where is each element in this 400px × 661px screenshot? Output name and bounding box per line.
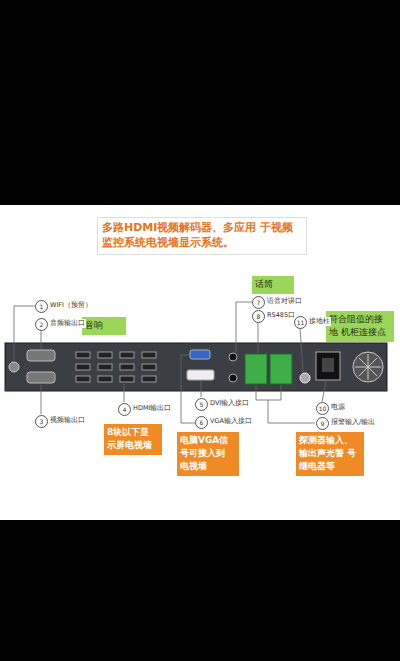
device-box: 话筒 bbox=[252, 276, 294, 294]
node-text: 话筒 bbox=[255, 278, 291, 291]
leader-lines bbox=[14, 302, 326, 423]
node-text: 8块以下显 示屏电视墙 bbox=[107, 426, 159, 452]
part-label: 报警输入/输出 bbox=[330, 418, 376, 427]
callout-number: 3 bbox=[35, 415, 48, 428]
part-label: 视频输出口 bbox=[49, 416, 86, 425]
callout-number: 2 bbox=[35, 318, 48, 331]
node-text: 探测器输入、 输出声光警 号 继电器等 bbox=[299, 434, 361, 473]
device-panel bbox=[5, 343, 387, 391]
device-box: 音响 bbox=[82, 317, 126, 335]
note-box: 8块以下显 示屏电视墙 bbox=[104, 424, 162, 455]
part-label: 电源 bbox=[330, 403, 346, 412]
part-label: VGA输入接口 bbox=[209, 417, 253, 426]
device-box: 符合阻值的接地 机柜连接点 bbox=[326, 311, 394, 342]
callout-number: 4 bbox=[118, 403, 131, 416]
note-box: 电脑VGA信 号可接入到 电视墙 bbox=[177, 432, 239, 476]
note-box: 探测器输入、 输出声光警 号 继电器等 bbox=[296, 432, 364, 476]
node-text: 电脑VGA信 号可接入到 电视墙 bbox=[180, 434, 236, 473]
callout-number: 10 bbox=[316, 402, 329, 415]
title: 多路HDMI视频解码器、多应用 于视频监控系统电视墙显示系统。 bbox=[97, 217, 307, 255]
part-label: DVI输入接口 bbox=[209, 399, 250, 408]
part-label: 音频输出口 bbox=[49, 319, 86, 328]
callout-number: 7 bbox=[252, 296, 265, 309]
callout-number: 11 bbox=[294, 316, 307, 329]
part-label: WIFI（预留） bbox=[49, 301, 93, 310]
callout-number: 6 bbox=[195, 416, 208, 429]
part-label: 接地柱 bbox=[308, 317, 331, 326]
callout-number: 9 bbox=[316, 417, 329, 430]
callout-number: 1 bbox=[35, 300, 48, 313]
node-text: 音响 bbox=[85, 319, 123, 332]
part-label: RS485口 bbox=[266, 311, 296, 320]
part-label: HDMI输出口 bbox=[132, 404, 172, 413]
callout-number: 5 bbox=[195, 398, 208, 411]
part-label: 语音对讲口 bbox=[266, 297, 303, 306]
node-text: 符合阻值的接地 机柜连接点 bbox=[329, 313, 391, 339]
callout-number: 8 bbox=[252, 310, 265, 323]
